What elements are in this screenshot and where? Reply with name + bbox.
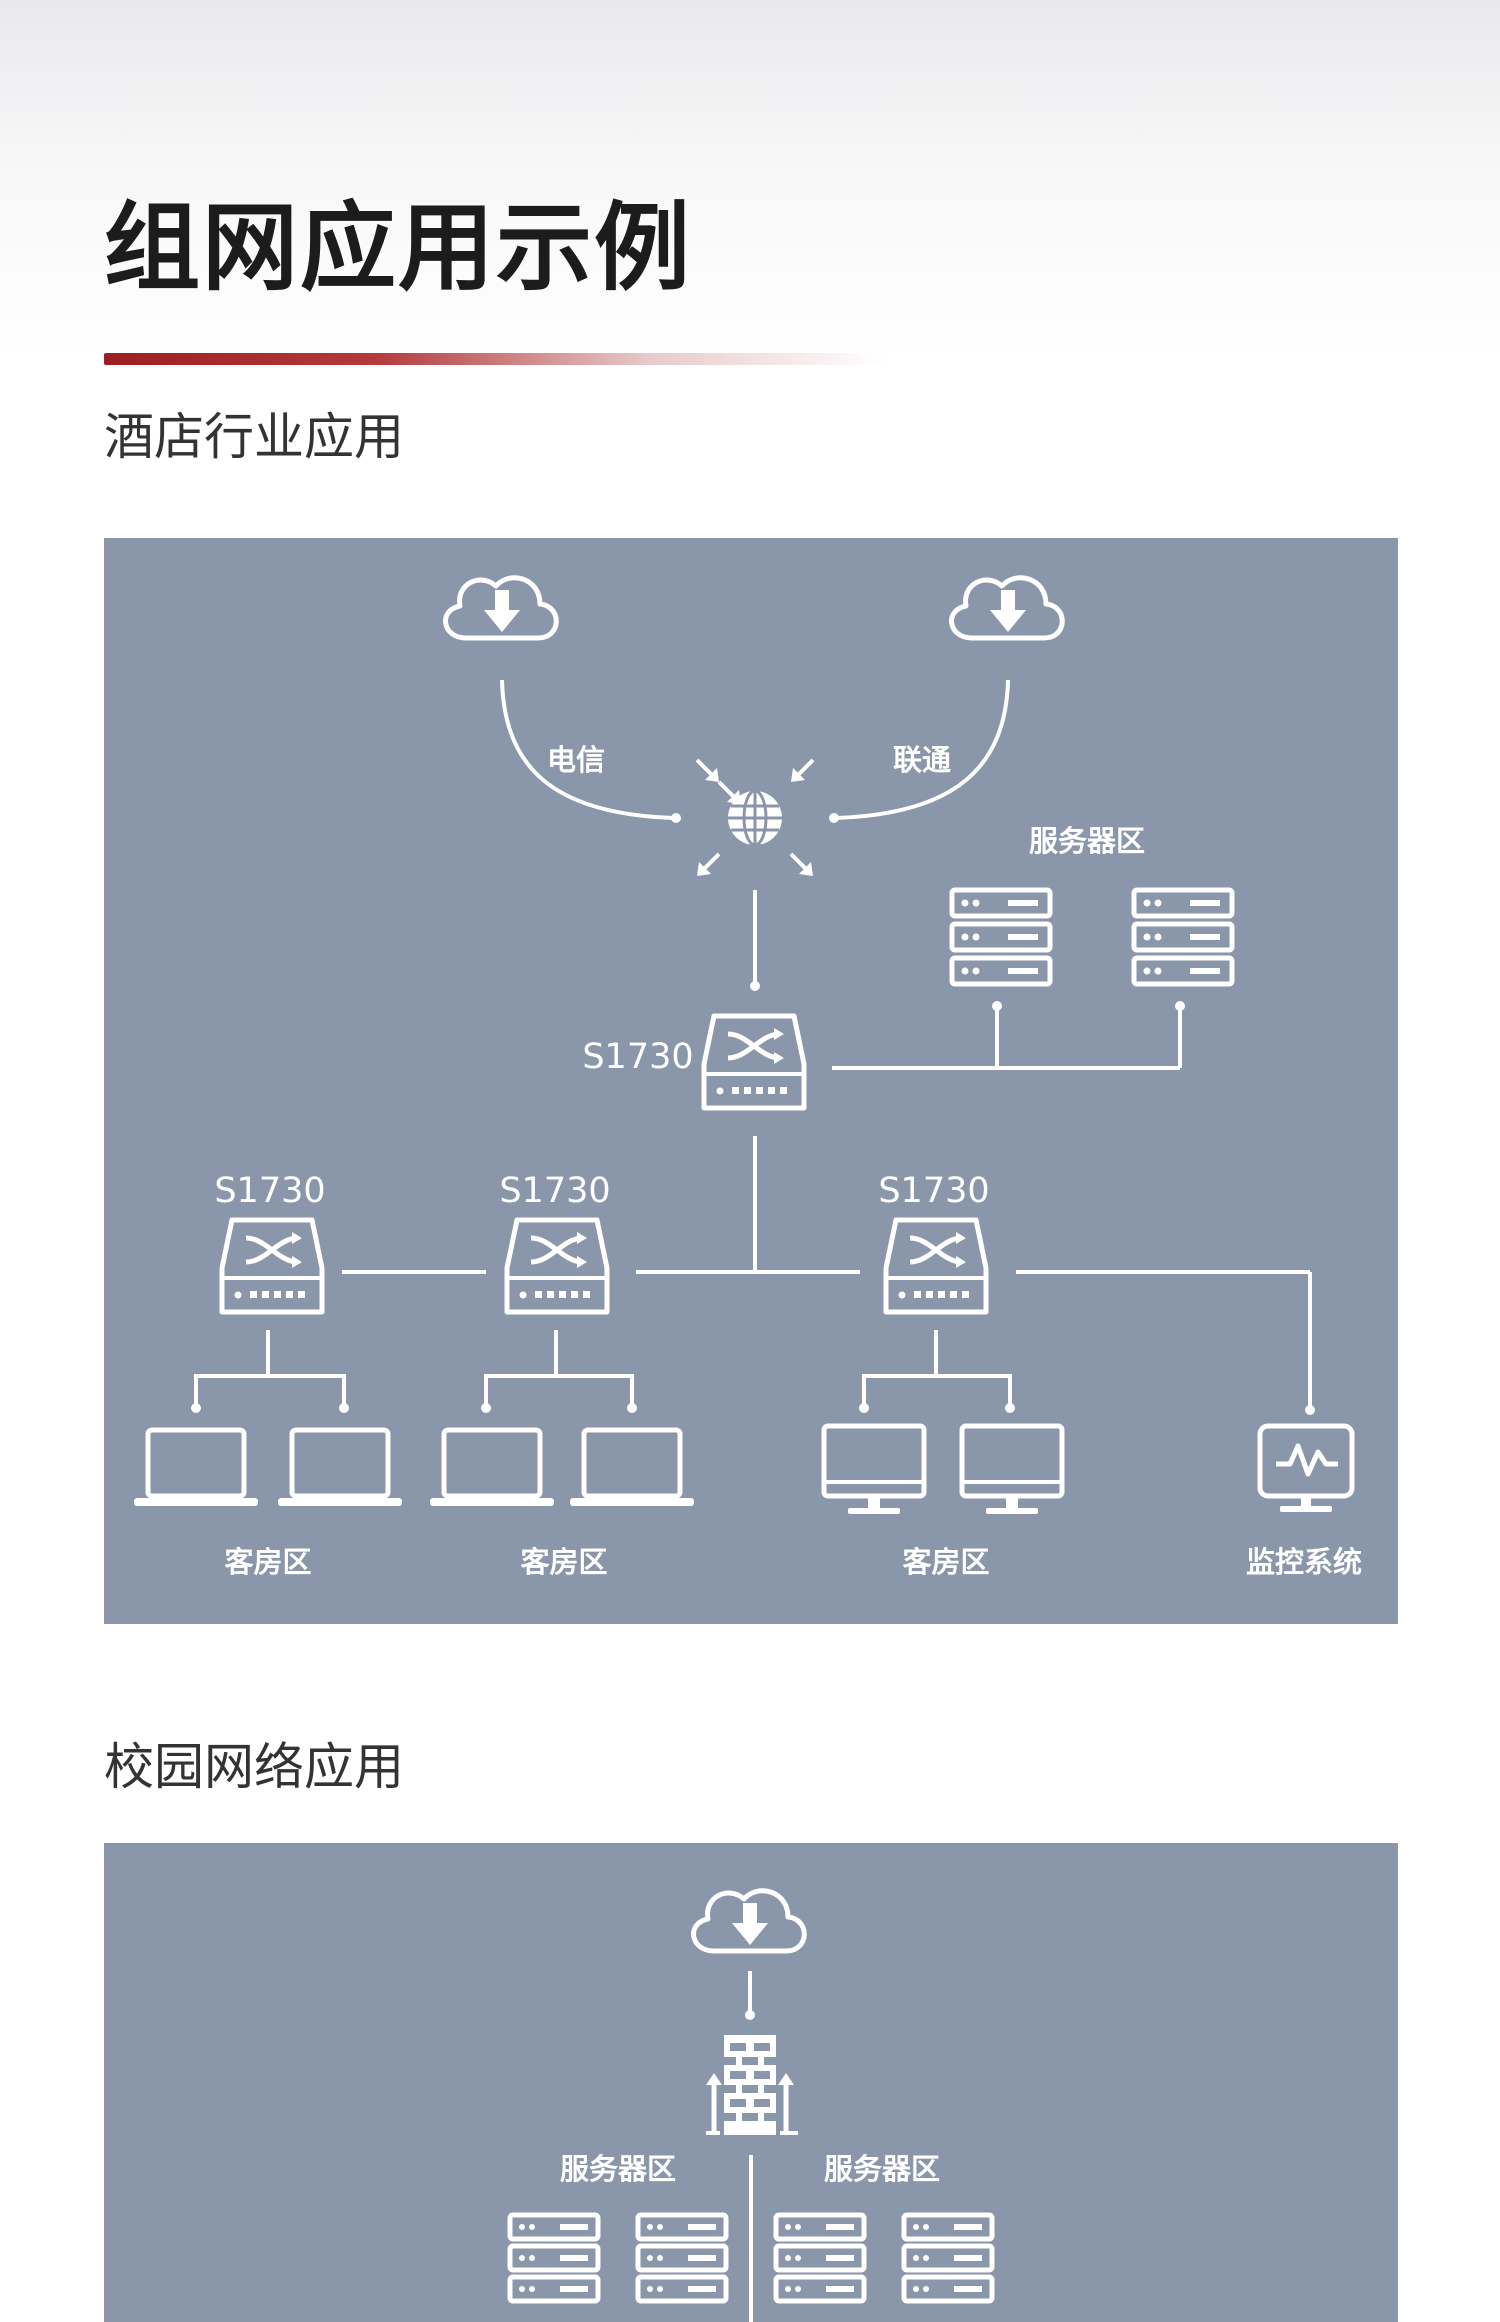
zone-label-mid: 客房区 — [520, 1545, 607, 1579]
cloud-download-icon — [952, 578, 1063, 638]
server-icon — [952, 890, 1050, 984]
isp-label-left: 电信 — [547, 743, 605, 777]
server-zone-label-right: 服务器区 — [824, 2152, 940, 2186]
switch-icon — [886, 1220, 986, 1312]
switch-icon — [222, 1220, 322, 1312]
isp-label-right: 联通 — [893, 743, 951, 777]
switch-left-label: S1730 — [214, 1171, 325, 1211]
switch-right-label: S1730 — [878, 1171, 989, 1211]
monitor-system-label: 监控系统 — [1246, 1545, 1362, 1579]
hotel-network-diagram: 电信 联通 — [104, 538, 1398, 1624]
server-icon — [1134, 890, 1232, 984]
firewall-icon — [706, 2035, 798, 2135]
server-icon — [510, 2215, 598, 2301]
server-icon — [638, 2215, 726, 2301]
page-title: 组网应用示例 — [104, 192, 692, 304]
title-underline — [104, 353, 884, 365]
server-icon — [776, 2215, 864, 2301]
zone-label-right: 客房区 — [902, 1545, 989, 1579]
switch-mid-label: S1730 — [499, 1171, 610, 1211]
section-title-hotel: 酒店行业应用 — [104, 408, 404, 466]
server-zone-label-left: 服务器区 — [560, 2152, 676, 2186]
globe-icon — [695, 758, 815, 876]
desktop-monitor-icon — [962, 1426, 1062, 1514]
cloud-download-icon — [694, 1891, 805, 1951]
switch-icon — [507, 1220, 607, 1312]
laptop-icon — [134, 1430, 258, 1506]
laptop-icon — [278, 1430, 402, 1506]
core-switch-label: S1730 — [582, 1037, 693, 1077]
desktop-monitor-icon — [824, 1426, 924, 1514]
monitor-chart-icon — [1260, 1426, 1352, 1512]
server-zone-label: 服务器区 — [1029, 824, 1145, 858]
laptop-icon — [570, 1430, 694, 1506]
zone-label-left: 客房区 — [224, 1545, 311, 1579]
switch-icon — [704, 1016, 804, 1108]
cloud-download-icon — [446, 578, 557, 638]
campus-network-diagram: 服务器区 服务器区 — [104, 1843, 1398, 2322]
section-title-campus: 校园网络应用 — [104, 1738, 404, 1796]
server-icon — [904, 2215, 992, 2301]
laptop-icon — [430, 1430, 554, 1506]
